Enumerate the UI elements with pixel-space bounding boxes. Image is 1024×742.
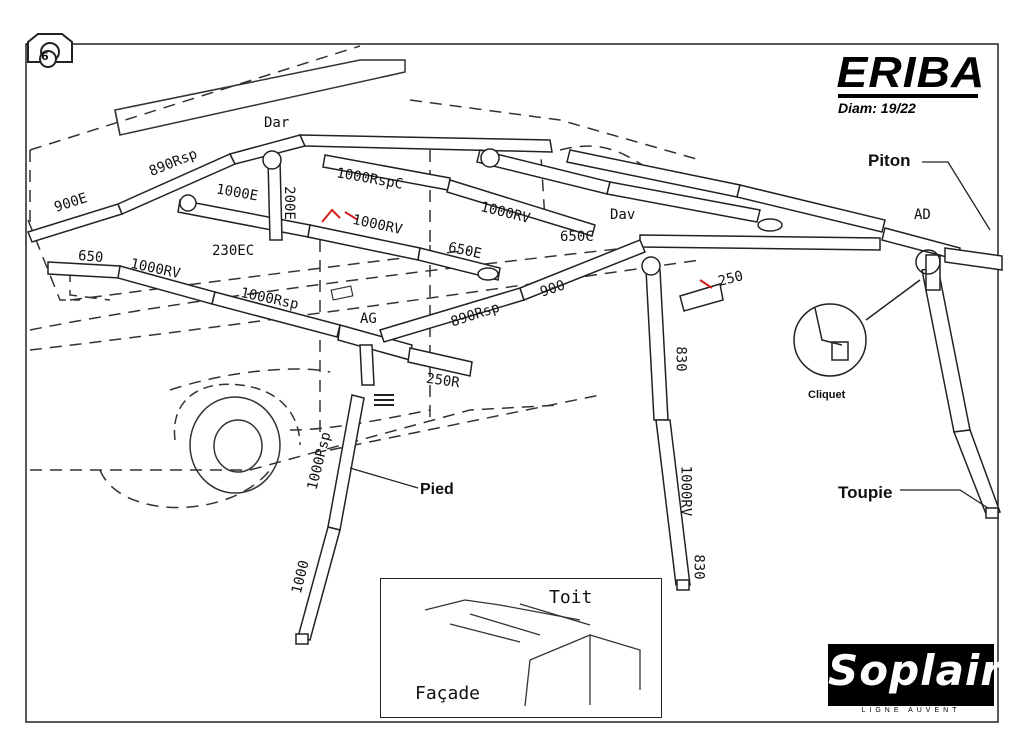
leg-right-upper [921,267,971,433]
leg-center-upper [645,269,669,421]
leader-piton [922,161,991,231]
joint-ad [915,249,941,275]
leg-left-lower [297,526,341,641]
foot-center [676,579,690,591]
part-ad: AD [914,207,931,223]
brand-logo: Soplair [828,644,1003,706]
cliquet-detail [793,279,921,377]
tube-900 [519,239,646,301]
brand-underline [838,94,978,98]
logo-tagline: LIGNE AUVENT [861,707,961,714]
part-650c: 650C [560,229,594,245]
diameter-spec: Diam: 19/22 [838,100,916,116]
joint-right-leg [641,256,661,276]
wheel-outline [173,383,301,494]
tube-250r [407,347,473,377]
tube-250 [679,283,724,312]
joint-650e [477,267,499,281]
tube-1000rv-right [446,179,596,237]
part-ag: AG [360,311,377,327]
leader-toupie [900,489,989,509]
leg-left-upper [327,394,365,531]
part-1000rv-leg: 1000RV [677,465,694,517]
caravan-handle [330,285,354,301]
page-border [25,43,999,723]
caravan-outline [27,45,701,509]
joint-rsp [480,148,500,168]
leg-center-lower [655,419,691,586]
callout-toupie: Toupie [838,483,893,502]
joint-right-clamp [757,218,783,232]
part-dav: Dav [610,207,636,223]
foot-right [985,507,999,519]
inset-label-roof: Toit [549,587,593,608]
callout-piton: Piton [868,151,911,170]
caravan-roof [114,59,406,136]
inset-label-facade: Façade [415,683,481,704]
tube-piton-end [944,247,1003,271]
leader-pied [349,467,419,489]
inset-sketch [424,599,641,707]
tube-right-lower [639,234,881,251]
leader-lines [349,161,991,509]
post-ag [359,344,375,386]
joint-1000e [179,194,197,212]
logo-name: Soplair [828,646,1003,695]
leg-right-lower [952,429,1002,515]
part-200e: 200E [280,186,297,220]
tube-right-rafter-2 [606,181,761,223]
joints [179,148,999,645]
joint-dar [262,150,282,170]
part-830-top: 830 [672,346,689,372]
inset-panel: Toit Façade [380,578,662,718]
red-markers [321,208,713,289]
part-230ec: 230EC [212,243,255,259]
tube-right-upper-2 [736,184,886,233]
part-830-bottom: 830 [690,554,707,580]
vent-grille [374,394,394,406]
brand-title: ERIBA [836,48,986,97]
cliquet-circle [793,303,867,377]
callout-cliquet: Cliquet [808,389,846,401]
part-dar: Dar [264,115,290,131]
badge-count: 6 [41,50,49,63]
tube-top-ridge [298,134,553,153]
part-650: 650 [77,247,104,267]
camera-badge-icon [27,33,73,68]
callout-pied: Pied [420,481,454,498]
frame-tubes [27,134,1003,641]
foot-left [295,633,309,645]
tube-1000rsp-low [211,291,341,338]
